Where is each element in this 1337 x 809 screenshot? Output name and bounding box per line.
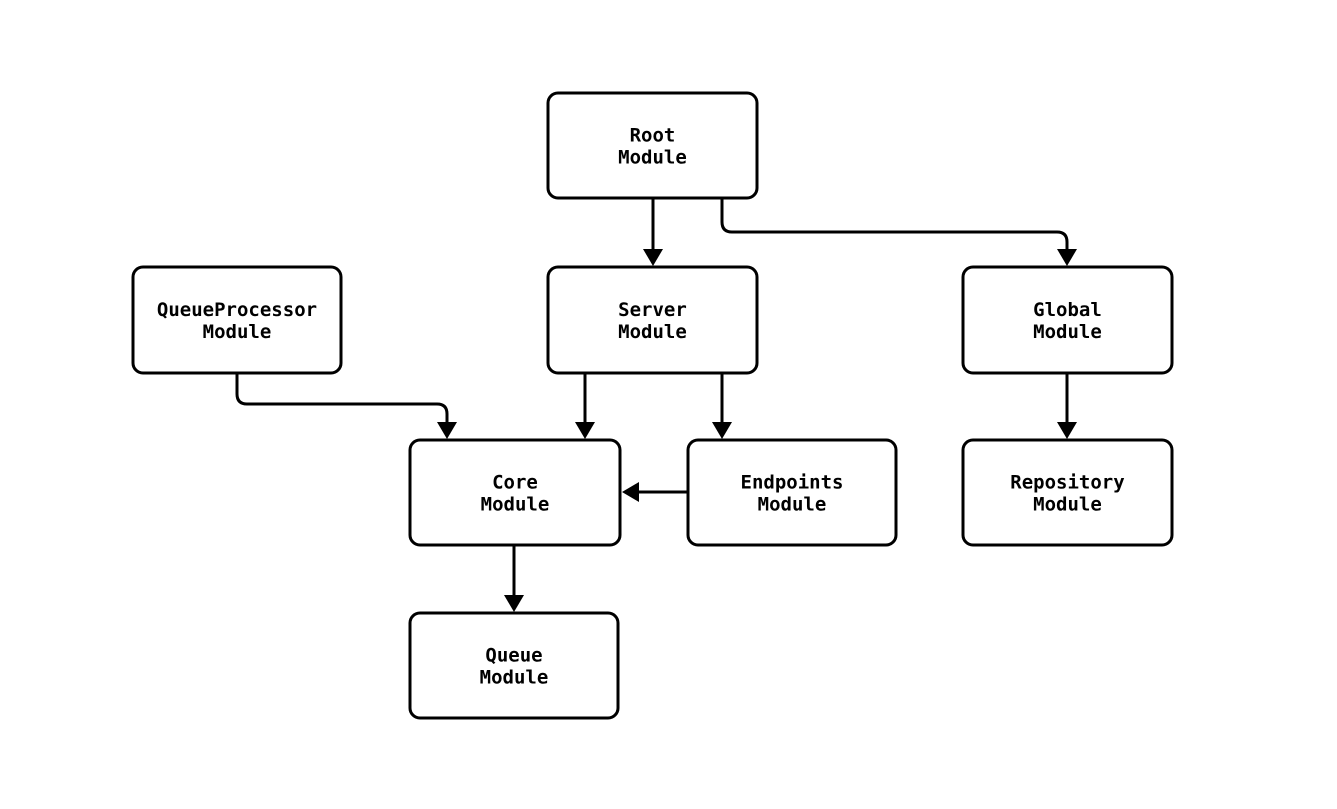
- node-label-line1: QueueProcessor: [157, 299, 317, 321]
- node-box: [131, 265, 343, 375]
- node-box: [961, 265, 1174, 375]
- node-label-line1: Server: [618, 299, 687, 321]
- edge-server-to-core: [575, 373, 595, 439]
- arrowhead-icon: [1057, 422, 1077, 439]
- node-label-line1: Queue: [485, 645, 542, 667]
- node-box: [686, 438, 898, 547]
- node-box: [961, 438, 1174, 547]
- node-queue-module: Queue Module: [408, 611, 620, 720]
- node-label-line1: Root: [630, 125, 676, 147]
- node-queueprocessor-module: QueueProcessor Module: [131, 265, 343, 375]
- node-label-line2: Module: [1033, 321, 1102, 343]
- arrowhead-icon: [712, 422, 732, 439]
- node-label-line2: Module: [1033, 494, 1102, 516]
- node-label-line2: Module: [618, 147, 687, 169]
- node-core-module: Core Module: [408, 438, 622, 547]
- node-label-line1: Global: [1033, 299, 1102, 321]
- node-label-line1: Endpoints: [741, 472, 844, 494]
- node-label-line1: Core: [492, 472, 538, 494]
- arrowhead-icon: [1057, 249, 1077, 266]
- arrowhead-icon: [575, 422, 595, 439]
- edge-root-to-global: [720, 197, 1077, 266]
- node-global-module: Global Module: [961, 265, 1174, 375]
- node-label-line1: Repository: [1010, 472, 1124, 494]
- arrowhead-icon: [504, 595, 524, 612]
- node-box: [408, 438, 622, 547]
- edge-root-to-server: [643, 197, 663, 266]
- node-endpoints-module: Endpoints Module: [686, 438, 898, 547]
- edge-queueprocessor-to-core: [235, 373, 457, 439]
- arrowhead-icon: [437, 422, 457, 439]
- node-label-line2: Module: [481, 494, 550, 516]
- node-label-line2: Module: [758, 494, 827, 516]
- edge-server-to-endpoints: [712, 373, 732, 439]
- edge-global-to-repository: [1057, 373, 1077, 439]
- node-label-line2: Module: [480, 667, 549, 689]
- node-box: [546, 265, 759, 375]
- edge-endpoints-to-core: [622, 482, 687, 502]
- edge-line: [235, 373, 449, 423]
- arrowhead-icon: [622, 482, 639, 502]
- node-repository-module: Repository Module: [961, 438, 1174, 547]
- node-root-module: Root Module: [546, 91, 759, 200]
- node-box: [408, 611, 620, 720]
- node-label-line2: Module: [618, 321, 687, 343]
- edge-line: [720, 197, 1069, 250]
- arrowhead-icon: [643, 249, 663, 266]
- edge-core-to-queue: [504, 545, 524, 612]
- node-label-line2: Module: [203, 321, 272, 343]
- node-box: [546, 91, 759, 200]
- node-server-module: Server Module: [546, 265, 759, 375]
